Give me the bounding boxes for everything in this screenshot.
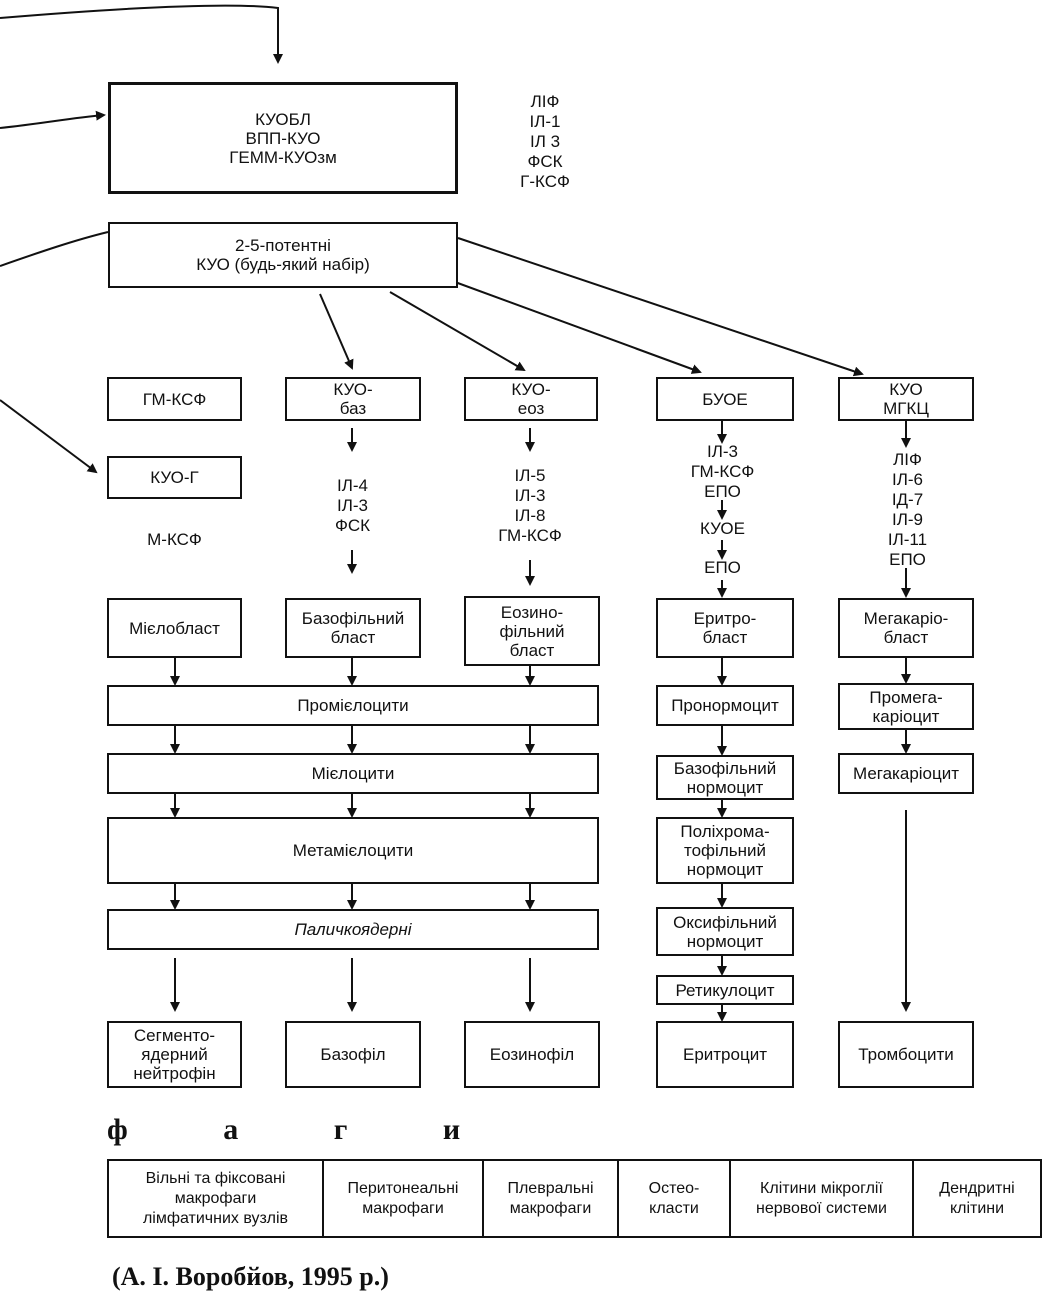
promegakaryocyte-box: Промега- каріоцит [838,683,974,730]
buoe-box: БУОЕ [656,377,794,421]
incoming-arrow-kuo-g [0,399,98,474]
eosinophil-blast-box: Еозино- фільний бласт [464,596,600,666]
reticulocyte-box: Ретикулоцит [656,975,794,1005]
stem-cell-box: КУОБЛ ВПП-КУО ГЕММ-КУОзм [108,82,458,194]
incoming-arrow-kuobl [0,110,106,129]
pronormocyte-box: Пронормоцит [656,685,794,726]
basophil-box: Базофіл [285,1021,421,1088]
macrophage-cell: Клітини мікроглії нервової системи [731,1161,914,1236]
erythroid-factors: ІЛ-3 ГМ-КСФ ЕПО [690,442,755,501]
band-cells-box: Паличкоядерні [107,909,599,950]
macrophage-cell: Остео- класти [619,1161,731,1236]
gm-csf-box: ГМ-КСФ [107,377,242,421]
arrow-to-kuo-mgkc [457,237,864,377]
basophilic-normocyte-box: Базофільний нормоцит [656,755,794,800]
macrophage-cell: Дендритні клітини [939,1179,1015,1217]
kuo-g-box: КУО-Г [107,456,242,499]
megakaryoblast-box: Мегакаріо- бласт [838,598,974,658]
erythrocyte-box: Еритроцит [656,1021,794,1088]
arrow-to-kuo-eoz [389,291,526,372]
metamyelocytes-box: Метамієлоцити [107,817,599,884]
arrow-to-kuo-baz [319,293,354,370]
m-csf-label: М-КСФ [147,530,202,549]
basophil-blast-box: Базофільний бласт [285,598,421,658]
polychromatophilic-normocyte-box: Поліхрома- тофільний нормоцит [656,817,794,884]
kuo-baz-box: КУО- баз [285,377,421,421]
kuo-mgkc-box: КУО МГКЦ [838,377,974,421]
basophil-factors: ІЛ-4 ІЛ-3 ФСК [334,476,371,535]
macrophage-cell: Плевральні макрофаги [484,1161,619,1236]
oxyphilic-normocyte-box: Оксифільний нормоцит [656,907,794,956]
myeloblast-box: Мієлобласт [107,598,242,658]
macrophage-cell: Перитонеальні макрофаги [324,1161,484,1236]
arrow-to-buoe [454,281,702,374]
macrophage-table: Вільні та фіксовані макрофаги лімфатични… [107,1159,1042,1238]
kuo-eoz-box: КУО- еоз [464,377,598,421]
phagi-heading: ф а г и [107,1113,505,1146]
megakaryocyte-box: Мегакаріоцит [838,753,974,794]
neutrophil-box: Сегменто- ядерний нейтрофін [107,1021,242,1088]
incoming-arrow-top [0,4,283,64]
erythroblast-box: Еритро- бласт [656,598,794,658]
megakaryocyte-factors: ЛІФ ІЛ-6 ІД-7 ІЛ-9 ІЛ-11 ЕПО [887,450,928,569]
top-growth-factors: ЛІФ ІЛ-1 ІЛ 3 ФСК Г-КСФ [520,92,570,191]
epo-label: ЕПО [704,558,741,577]
kuoe-label: КУОЕ [700,519,745,538]
macrophage-cell: Вільні та фіксовані макрофаги лімфатични… [109,1161,324,1236]
eosinophil-factors: ІЛ-5 ІЛ-3 ІЛ-8 ГМ-КСФ [498,466,562,545]
incoming-line-multipotent [0,231,109,267]
myelocytes-box: Мієлоцити [107,753,599,794]
source-credit: (А. І. Воробйов, 1995 р.) [112,1262,389,1291]
promyelocytes-box: Промієлоцити [107,685,599,726]
eosinophil-box: Еозинофіл [464,1021,600,1088]
platelets-box: Тромбоцити [838,1021,974,1088]
multipotent-cfu-box: 2-5-потентні КУО (будь-який набір) [108,222,458,288]
